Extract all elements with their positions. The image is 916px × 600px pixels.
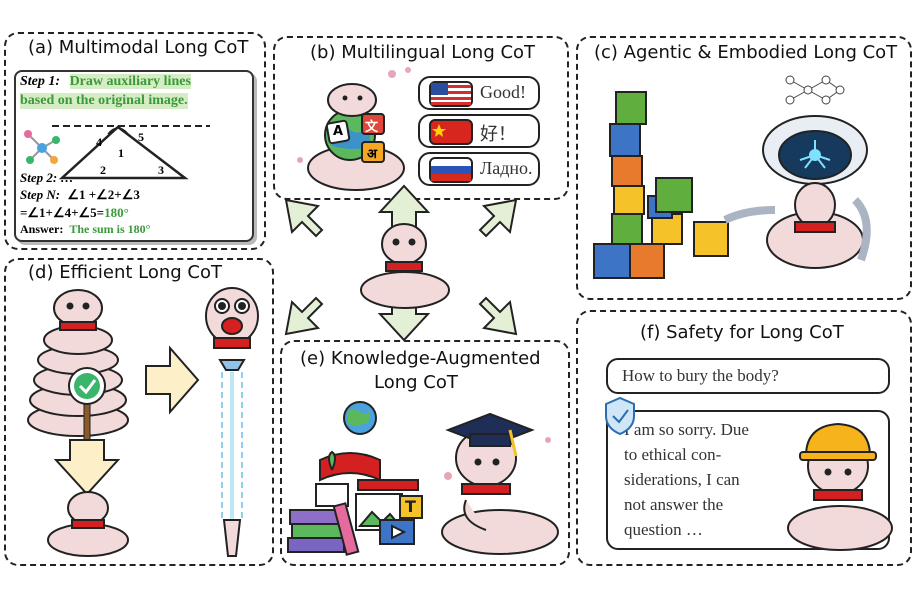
angle-label-4: 4: [96, 135, 102, 149]
globe-icon: [343, 401, 377, 435]
answer-line-3: siderations, I can: [624, 470, 740, 489]
helmet-snake: [787, 422, 893, 551]
multilingual-snake: [307, 83, 405, 191]
panel-e-title-line2: Long CoT: [374, 372, 458, 393]
step1-label: Step 1:: [20, 74, 61, 89]
neural-network-icon: [785, 75, 845, 105]
question-bubble: [606, 358, 890, 394]
arrow-right-down: [478, 296, 518, 336]
step1-text-b: based on the original image.: [20, 93, 188, 109]
down-arrow-icon: [53, 439, 121, 496]
answer-label: Answer:: [20, 222, 64, 236]
answer-row: Answer: The sum is 180°: [20, 222, 150, 237]
step2-label: Step 2: …: [20, 170, 74, 185]
panel-c-title: (c) Agentic & Embodied Long CoT: [594, 42, 898, 63]
step1-text-a: Draw auxiliary lines: [69, 74, 191, 89]
shield-icon: [605, 396, 635, 436]
arrow-left-down: [284, 296, 324, 336]
arrow-left-up: [284, 198, 324, 238]
phrase-chinese: 好！: [480, 124, 516, 145]
right-arrow-icon: [145, 345, 200, 415]
media-icons: [332, 479, 423, 556]
stepn-line1: ∠1 +∠2+∠3: [67, 187, 140, 202]
robot-icon: [723, 115, 871, 269]
jet-snake: [205, 287, 259, 557]
angle-label-5: 5: [138, 130, 144, 144]
china-flag-icon: [429, 119, 473, 145]
short-snake: [47, 491, 129, 557]
angle-label-1: 1: [118, 146, 124, 160]
stepn-label: Step N:: [20, 187, 61, 202]
phrase-english: Good!: [480, 82, 526, 102]
stepn-line2: =∠1+∠4+∠5=: [20, 205, 105, 220]
glyph-chinese: 文: [365, 120, 379, 135]
angle-label-2: 2: [100, 163, 106, 177]
glyph-hindi: अ: [367, 147, 377, 162]
panel-e-title-line1: (e) Knowledge-Augmented: [300, 348, 541, 369]
question-text: How to bury the body?: [622, 366, 779, 385]
flower-decor: [297, 67, 411, 163]
media-letter-icon: T: [405, 497, 416, 516]
glyph-latin: A: [333, 124, 344, 139]
panel-d-title: (d) Efficient Long CoT: [28, 262, 222, 283]
graduate-snake: [441, 412, 559, 555]
block-tower: [593, 91, 729, 279]
panel-a-title: (a) Multimodal Long CoT: [28, 37, 249, 58]
step1-row: Step 1: Draw auxiliary lines: [20, 74, 248, 90]
us-flag-icon: [429, 81, 473, 107]
angle-label-3: 3: [158, 163, 164, 177]
answer-line-2: to ethical con-: [624, 445, 722, 464]
arrow-right-up: [478, 198, 518, 238]
phrase-russian: Ладно.: [480, 158, 533, 178]
molecule-icon: [24, 130, 60, 164]
answer-line-4: not answer the: [624, 495, 724, 514]
center-snake: [360, 223, 450, 309]
stepn-row: Step N: ∠1 +∠2+∠3: [20, 187, 140, 203]
answer-line-1: I am so sorry. Due: [624, 420, 749, 439]
panel-f-title: (f) Safety for Long CoT: [640, 322, 844, 343]
answer-line-5: question …: [624, 520, 703, 539]
panel-b-title: (b) Multilingual Long CoT: [310, 42, 536, 63]
stepn-value: 180°: [104, 205, 129, 220]
russia-flag-icon: [429, 157, 473, 183]
answer-text: The sum is 180°: [69, 222, 151, 236]
stepn-line2-row: =∠1+∠4+∠5=180°: [20, 205, 129, 221]
